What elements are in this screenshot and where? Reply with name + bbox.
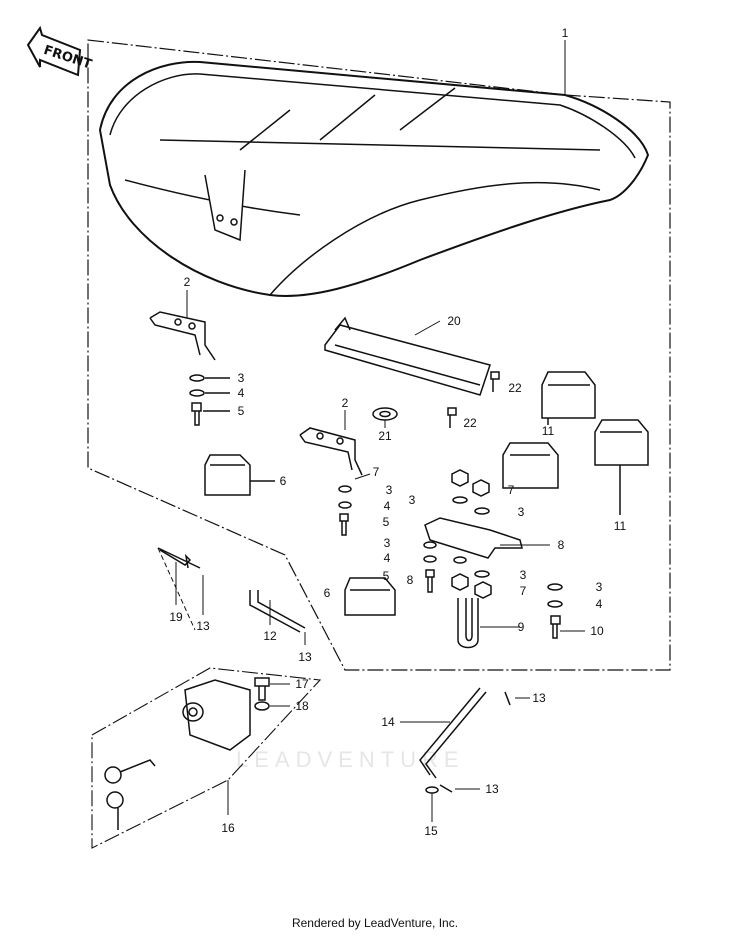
callout-22: 22 <box>508 381 522 395</box>
keys-icon <box>104 759 156 830</box>
callout-21: 21 <box>378 429 392 443</box>
rod <box>249 590 306 633</box>
callout-5: 5 <box>382 569 390 583</box>
callout-13: 13 <box>532 691 546 705</box>
callout-3: 3 <box>385 483 393 497</box>
seat <box>98 60 650 297</box>
callout-3: 3 <box>383 536 391 550</box>
callout-3: 3 <box>519 568 527 582</box>
callout-22: 22 <box>463 416 477 430</box>
rubber-block <box>594 419 649 466</box>
pin <box>159 549 192 569</box>
callout-6: 6 <box>323 586 331 600</box>
callout-3: 3 <box>237 371 245 385</box>
watermark: LEADVENTURE <box>236 747 465 772</box>
callout-4: 4 <box>383 499 391 513</box>
callout-17: 17 <box>295 677 309 691</box>
callout-13: 13 <box>196 619 210 633</box>
callout-7: 7 <box>507 483 515 497</box>
hardware-center <box>338 469 492 599</box>
callout-12: 12 <box>263 629 277 643</box>
callout-1: 1 <box>561 26 569 40</box>
footer-credit: Rendered by LeadVenture, Inc. <box>291 916 459 930</box>
rubber-block <box>541 371 596 419</box>
callout-11: 11 <box>541 424 555 438</box>
callout-4: 4 <box>595 597 603 611</box>
callout-5: 5 <box>237 404 245 418</box>
washer <box>425 786 439 794</box>
rubber-block <box>204 454 251 496</box>
rubber-block <box>502 442 559 489</box>
tray <box>324 324 491 396</box>
callout-3: 3 <box>595 580 603 594</box>
callout-2: 2 <box>341 396 349 410</box>
callout-13: 13 <box>485 782 499 796</box>
callout-20: 20 <box>447 314 461 328</box>
bracket-center <box>299 427 363 476</box>
callout-3: 3 <box>517 505 525 519</box>
callout-2: 2 <box>183 275 191 289</box>
callout-14: 14 <box>381 715 395 729</box>
prop-rod <box>419 687 487 779</box>
callout-19: 19 <box>169 610 183 624</box>
grommet <box>372 407 398 421</box>
callout-7: 7 <box>519 584 527 598</box>
assembly-frame <box>87 39 671 671</box>
rubber-block <box>344 577 396 616</box>
callout-6: 6 <box>279 474 287 488</box>
bracket-left <box>149 311 216 361</box>
callout-3: 3 <box>408 493 416 507</box>
lock-frame <box>91 667 322 849</box>
callout-16: 16 <box>221 821 235 835</box>
u-bolt <box>457 598 479 649</box>
front-arrow-icon: FRONT <box>26 25 94 77</box>
callout-8: 8 <box>557 538 565 552</box>
callout-4: 4 <box>383 551 391 565</box>
callout-9: 9 <box>517 620 525 634</box>
callout-5: 5 <box>382 515 390 529</box>
callout-4: 4 <box>237 386 245 400</box>
callout-7: 7 <box>372 465 380 479</box>
callout-11: 11 <box>613 519 627 533</box>
bracket <box>424 517 523 559</box>
callout-10: 10 <box>590 624 604 638</box>
callout-15: 15 <box>424 824 438 838</box>
callout-18: 18 <box>295 699 309 713</box>
callout-8: 8 <box>406 573 414 587</box>
callout-13: 13 <box>298 650 312 664</box>
hardware-left <box>189 374 230 426</box>
hardware-right <box>447 371 563 639</box>
ignition-lock <box>182 677 270 751</box>
